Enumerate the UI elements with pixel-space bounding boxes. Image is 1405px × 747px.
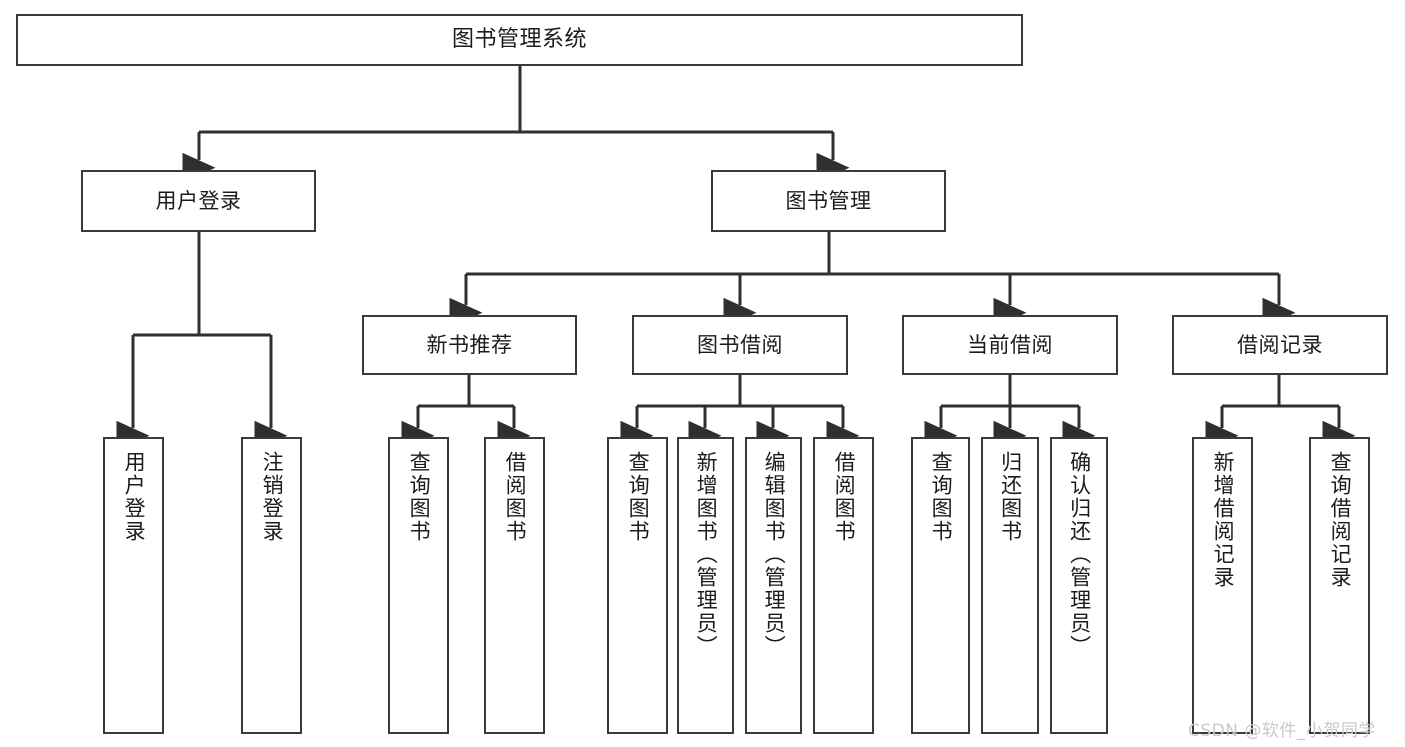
node-label: 图书借阅 bbox=[697, 332, 783, 357]
node-book-borrow[interactable]: 图书借阅 bbox=[632, 315, 848, 375]
node-new-book-recommend[interactable]: 新书推荐 bbox=[362, 315, 577, 375]
watermark-csdn: CSDN @软件_小贺同学 bbox=[1188, 721, 1376, 741]
node-label: 借阅记录 bbox=[1237, 332, 1323, 357]
node-label: 当前借阅 bbox=[967, 332, 1053, 357]
node-label: 归还图书 bbox=[998, 451, 1023, 543]
node-label: 查询图书 bbox=[407, 451, 432, 543]
node-label: 用户登录 bbox=[155, 188, 242, 213]
node-label: 新增借阅记录 bbox=[1211, 451, 1236, 589]
leaf-query-borrow-record[interactable]: 查询借阅记录 bbox=[1309, 437, 1370, 734]
node-label: 注销登录 bbox=[260, 451, 285, 543]
node-borrow-record[interactable]: 借阅记录 bbox=[1172, 315, 1388, 375]
node-label: 图书管理 bbox=[785, 188, 872, 213]
leaf-query-book-current[interactable]: 查询图书 bbox=[911, 437, 970, 734]
leaf-user-login[interactable]: 用户登录 bbox=[103, 437, 164, 734]
node-label: 借阅图书 bbox=[832, 451, 857, 543]
node-label: 查询借阅记录 bbox=[1328, 451, 1353, 589]
leaf-confirm-return-admin[interactable]: 确认归还（管理员） bbox=[1050, 437, 1108, 734]
node-root-book-management-system[interactable]: 图书管理系统 bbox=[16, 14, 1023, 66]
leaf-add-book-admin[interactable]: 新增图书（管理员） bbox=[677, 437, 734, 734]
leaf-logout[interactable]: 注销登录 bbox=[241, 437, 302, 734]
node-label: 查询图书 bbox=[929, 451, 954, 543]
node-label: 查询图书 bbox=[626, 451, 651, 543]
leaf-query-book-recommend[interactable]: 查询图书 bbox=[388, 437, 449, 734]
node-label: 新书推荐 bbox=[426, 332, 513, 357]
leaf-borrow-book-recommend[interactable]: 借阅图书 bbox=[484, 437, 545, 734]
leaf-return-book[interactable]: 归还图书 bbox=[981, 437, 1039, 734]
node-label: 编辑图书（管理员） bbox=[762, 451, 787, 658]
node-label: 确认归还（管理员） bbox=[1067, 451, 1092, 658]
node-label: 借阅图书 bbox=[503, 451, 528, 543]
leaf-borrow-book[interactable]: 借阅图书 bbox=[813, 437, 874, 734]
leaf-edit-book-admin[interactable]: 编辑图书（管理员） bbox=[745, 437, 802, 734]
node-label: 新增图书（管理员） bbox=[694, 451, 719, 658]
node-label: 图书管理系统 bbox=[451, 27, 587, 53]
node-book-management[interactable]: 图书管理 bbox=[711, 170, 946, 232]
node-current-borrow[interactable]: 当前借阅 bbox=[902, 315, 1118, 375]
leaf-add-borrow-record[interactable]: 新增借阅记录 bbox=[1192, 437, 1253, 734]
node-label: 用户登录 bbox=[122, 451, 147, 543]
node-user-login[interactable]: 用户登录 bbox=[81, 170, 316, 232]
leaf-query-book-borrow[interactable]: 查询图书 bbox=[607, 437, 668, 734]
